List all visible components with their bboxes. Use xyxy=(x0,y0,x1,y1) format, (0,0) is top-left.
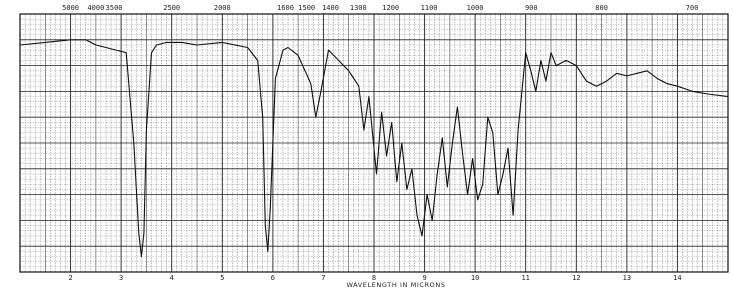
x-tick-label: 8 xyxy=(372,274,376,282)
x-tick-label: 13 xyxy=(623,274,631,282)
x-tick-label: 11 xyxy=(521,274,529,282)
x-tick-label: 9 xyxy=(422,274,426,282)
top-tick-label: 800 xyxy=(595,4,608,12)
x-tick-label: 2 xyxy=(68,274,72,282)
top-tick-label: 2500 xyxy=(163,4,180,12)
top-tick-label: 2000 xyxy=(214,4,231,12)
top-tick-label: 1100 xyxy=(421,4,438,12)
top-tick-label: 4000 xyxy=(87,4,104,12)
top-tick-label: 1600 xyxy=(277,4,294,12)
top-tick-label: 1200 xyxy=(382,4,399,12)
plot-frame xyxy=(19,13,729,273)
top-tick-label: 900 xyxy=(525,4,538,12)
top-tick-label: 1000 xyxy=(467,4,484,12)
x-tick-label: 10 xyxy=(471,274,479,282)
x-axis-label: WAVELENGTH IN MICRONS xyxy=(346,281,445,289)
spectrum-trace xyxy=(19,39,729,258)
x-tick-label: 5 xyxy=(220,274,224,282)
x-axis-ticks: 2 3 4 5 6 7 8 9 10 11 12 13 14 xyxy=(68,274,681,282)
top-tick-label: 1500 xyxy=(298,4,315,12)
top-tick-label: 5000 xyxy=(62,4,79,12)
top-tick-label: 700 xyxy=(686,4,699,12)
x-tick-label: 4 xyxy=(170,274,174,282)
top-tick-label: 1300 xyxy=(350,4,367,12)
x-tick-label: 12 xyxy=(572,274,580,282)
x-tick-label: 3 xyxy=(119,274,123,282)
x-tick-label: 7 xyxy=(321,274,325,282)
x-tick-label: 14 xyxy=(673,274,681,282)
top-tick-label: 1400 xyxy=(322,4,339,12)
x-tick-label: 6 xyxy=(271,274,275,282)
top-tick-label: 3500 xyxy=(106,4,123,12)
